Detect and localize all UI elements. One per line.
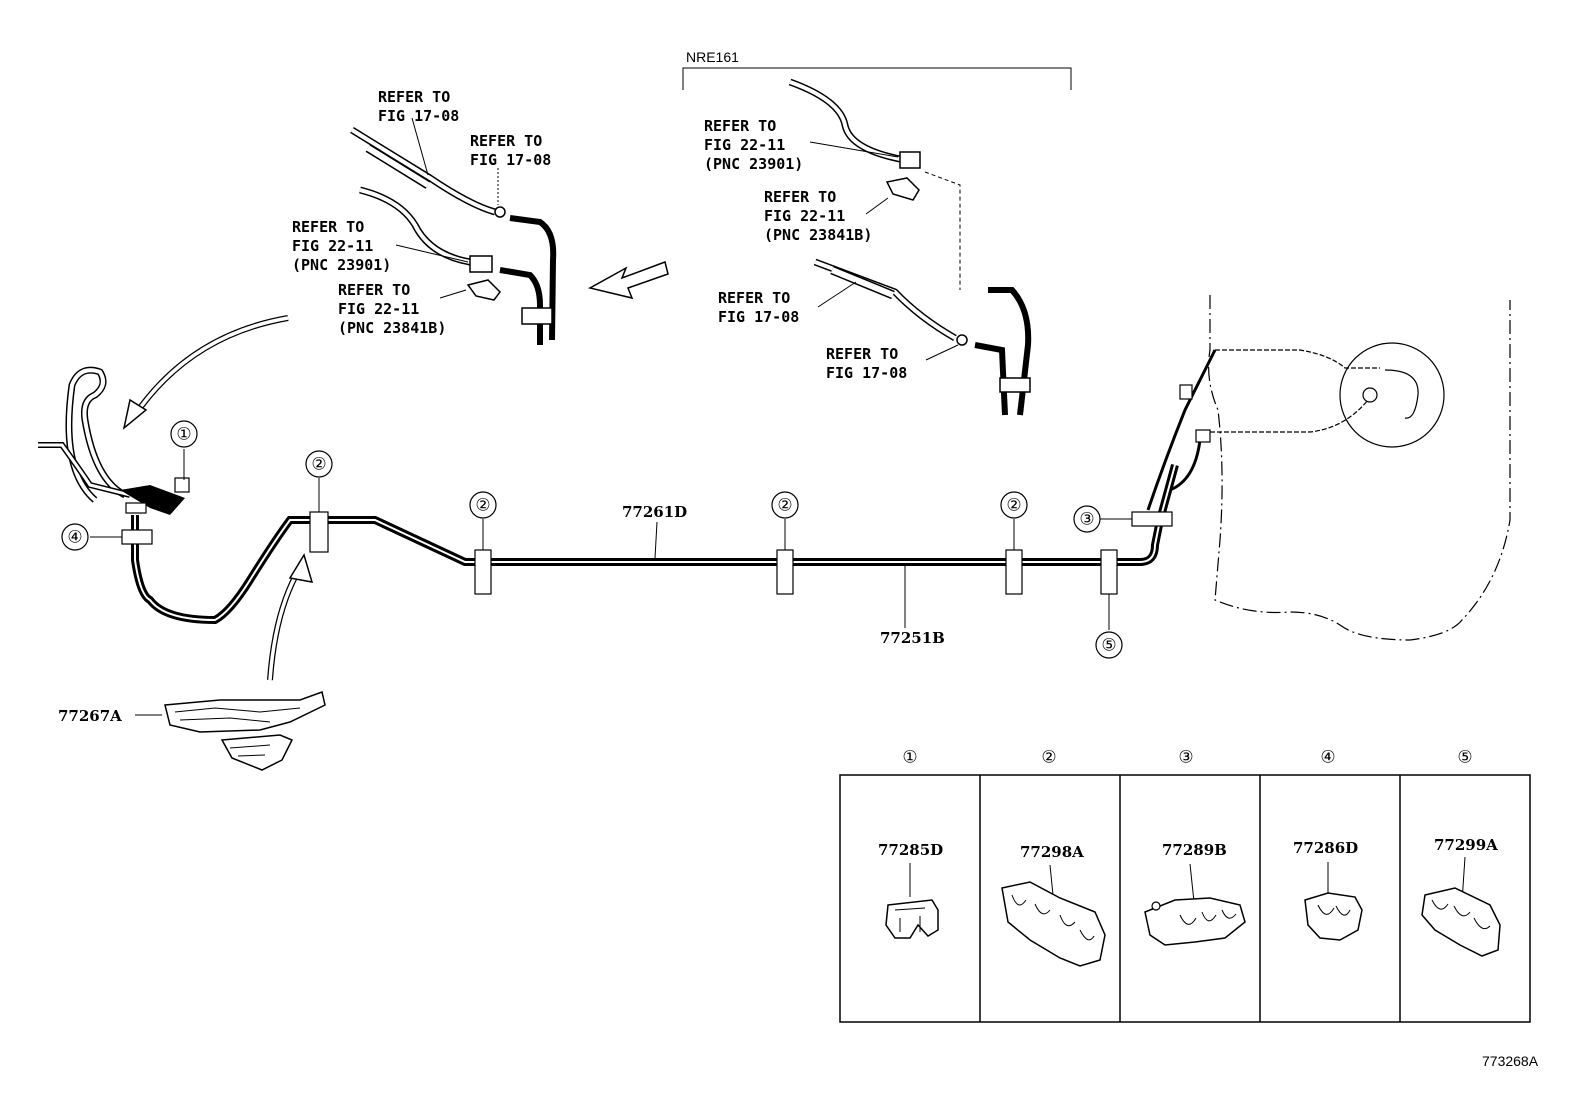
callout-2a: ② bbox=[305, 450, 333, 478]
callout-leaders bbox=[90, 449, 1132, 716]
bracket-part bbox=[466, 279, 501, 301]
variant-label: NRE161 bbox=[686, 49, 739, 65]
svg-text:④: ④ bbox=[67, 528, 82, 547]
clamp-3 bbox=[1131, 511, 1173, 527]
ref-left-fig1708-b: REFER TO FIG 17-08 bbox=[470, 132, 551, 169]
clamp-77285d-drawing bbox=[885, 863, 939, 939]
clamp-2c bbox=[776, 549, 794, 595]
table-col-2-part: 77298A bbox=[1020, 843, 1084, 861]
callout-1: ① bbox=[170, 420, 198, 448]
clamp-77298a-drawing bbox=[1001, 864, 1106, 967]
right-detail-view bbox=[788, 78, 1032, 416]
curved-arrow-icon bbox=[122, 315, 289, 430]
table-col-5-num: ⑤ bbox=[1457, 748, 1472, 767]
ref-left-fig2211-pnc23841b: REFER TO FIG 22-11 (PNC 23841B) bbox=[338, 281, 446, 337]
part-label-77251b: 77251B bbox=[880, 629, 945, 647]
table-col-4-num: ④ bbox=[1320, 748, 1335, 767]
callout-2d: ② bbox=[1000, 491, 1028, 519]
ref-left-fig2211-pnc23901: REFER TO FIG 22-11 (PNC 23901) bbox=[292, 218, 391, 274]
clamp-77289b-drawing bbox=[1144, 863, 1246, 946]
table-col-2-num: ② bbox=[1041, 748, 1056, 767]
clamp-table: ① ② ③ ④ ⑤ 77285D 77298A 77289B 77286D 77… bbox=[839, 748, 1531, 1023]
ref-right-fig2211-pnc23841b: REFER TO FIG 22-11 (PNC 23841B) bbox=[764, 188, 872, 244]
clamp-77299a-drawing bbox=[1421, 856, 1501, 957]
pipe-clamps bbox=[121, 511, 1173, 595]
table-col-4-part: 77286D bbox=[1293, 839, 1358, 857]
protector-part bbox=[164, 691, 326, 771]
clamp-4 bbox=[121, 529, 153, 545]
svg-text:③: ③ bbox=[1079, 510, 1094, 529]
svg-text:①: ① bbox=[176, 425, 191, 444]
left-detail-view bbox=[350, 117, 557, 345]
clamp-2d bbox=[1005, 549, 1023, 595]
up-arrow-icon bbox=[267, 553, 314, 681]
svg-text:②: ② bbox=[475, 496, 490, 515]
clamp-2a bbox=[309, 511, 329, 553]
callout-3: ③ bbox=[1073, 505, 1101, 533]
body-outline bbox=[1208, 295, 1511, 641]
svg-text:②: ② bbox=[1006, 496, 1021, 515]
callout-5: ⑤ bbox=[1095, 631, 1123, 659]
main-pipe-run bbox=[131, 349, 1217, 625]
hose-connector bbox=[469, 255, 493, 273]
view-arrow-icon bbox=[587, 261, 669, 300]
part-label-77267a: 77267A bbox=[58, 707, 122, 725]
svg-text:②: ② bbox=[777, 496, 792, 515]
callout-2c: ② bbox=[771, 491, 799, 519]
clamp-5 bbox=[1100, 549, 1118, 595]
svg-text:②: ② bbox=[311, 455, 326, 474]
table-col-3-num: ③ bbox=[1178, 748, 1193, 767]
tank-fittings-left bbox=[38, 366, 190, 515]
callout-4: ④ bbox=[61, 523, 89, 551]
ref-right-fig1708-a: REFER TO FIG 17-08 bbox=[718, 289, 799, 326]
figure-code: 773268A bbox=[1482, 1053, 1539, 1069]
svg-text:⑤: ⑤ bbox=[1101, 636, 1116, 655]
table-col-1-num: ① bbox=[902, 748, 917, 767]
ref-right-fig1708-b: REFER TO FIG 17-08 bbox=[826, 345, 907, 382]
clamp-77286d-drawing bbox=[1304, 862, 1363, 941]
ref-left-fig1708-a: REFER TO FIG 17-08 bbox=[378, 88, 459, 125]
clamp-2b bbox=[474, 549, 492, 595]
table-col-5-part: 77299A bbox=[1434, 836, 1498, 854]
table-col-3-part: 77289B bbox=[1162, 841, 1227, 859]
pipe-clamp bbox=[521, 307, 553, 325]
variant-bracket: NRE161 bbox=[682, 49, 1072, 90]
callout-2b: ② bbox=[469, 491, 497, 519]
ref-right-fig2211-pnc23901: REFER TO FIG 22-11 (PNC 23901) bbox=[704, 117, 803, 173]
table-col-1-part: 77285D bbox=[878, 841, 943, 859]
part-label-77261d: 77261D bbox=[622, 503, 687, 521]
